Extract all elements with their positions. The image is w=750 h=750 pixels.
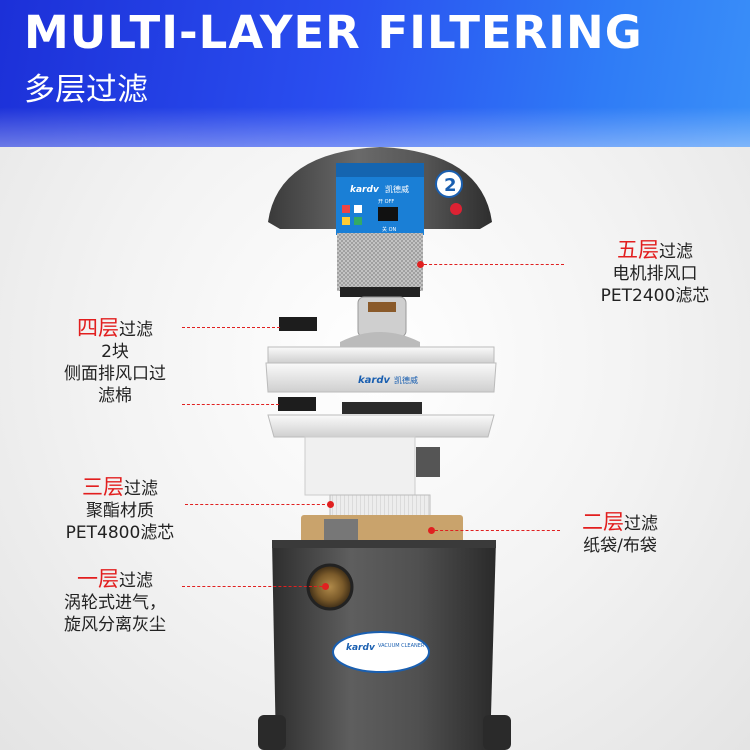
layer1-label: 一层过滤 涡轮式进气， 旋风分离灰尘 [64,567,166,635]
side-foam-bottom [278,397,316,411]
layer2-dot [428,527,435,534]
pet2400-filter [337,233,423,291]
layer4-leader-top [182,327,280,328]
layer1-dot [322,583,329,590]
layer3-dot [327,501,334,508]
svg-text:kardv: kardv [346,643,376,653]
layer5-leader [424,264,564,265]
side-foam-top [279,317,317,331]
lower-plate [267,414,495,438]
header-banner: MULTI-LAYER FILTERING 多层过滤 [0,0,750,147]
layer2-label: 二层过滤 纸袋/布袋 [582,510,658,556]
badge-2 [435,170,463,198]
svg-text:VACUUM CLEANER: VACUUM CLEANER [378,643,425,649]
page-title: MULTI-LAYER FILTERING [24,6,643,59]
panel-brand: kardv [350,185,380,195]
svg-text:2: 2 [444,175,457,196]
svg-text:kardv: kardv [358,375,390,386]
layer5-label: 五层过滤 电机排风口 PET2400滤芯 [600,238,710,306]
layer3-leader [185,504,330,505]
vacuum-illustration: kardv 凯德威 开 OFF 关 ON 2 kardv 凯德威 [258,147,511,750]
layer4-leader-bottom [182,404,279,405]
upper-plate [267,346,495,364]
layer2-leader [435,530,560,531]
panel-brand-cn: 凯德威 [385,184,409,194]
layer1-leader [182,586,322,587]
layer4-label: 四层过滤 2块 侧面排风口过 滤棉 [64,316,166,406]
cyclone-inlet [306,563,354,611]
svg-text:开 OFF: 开 OFF [378,199,394,205]
svg-text:关 ON: 关 ON [382,226,397,233]
svg-text:凯德威: 凯德威 [394,375,418,385]
page-subtitle: 多层过滤 [24,72,148,108]
layer5-dot [417,261,424,268]
barrel-logo [332,631,430,673]
product-stage: kardv 凯德威 开 OFF 关 ON 2 kardv 凯德威 [0,147,750,750]
layer3-label: 三层过滤 聚酯材质 PET4800滤芯 [65,475,175,543]
